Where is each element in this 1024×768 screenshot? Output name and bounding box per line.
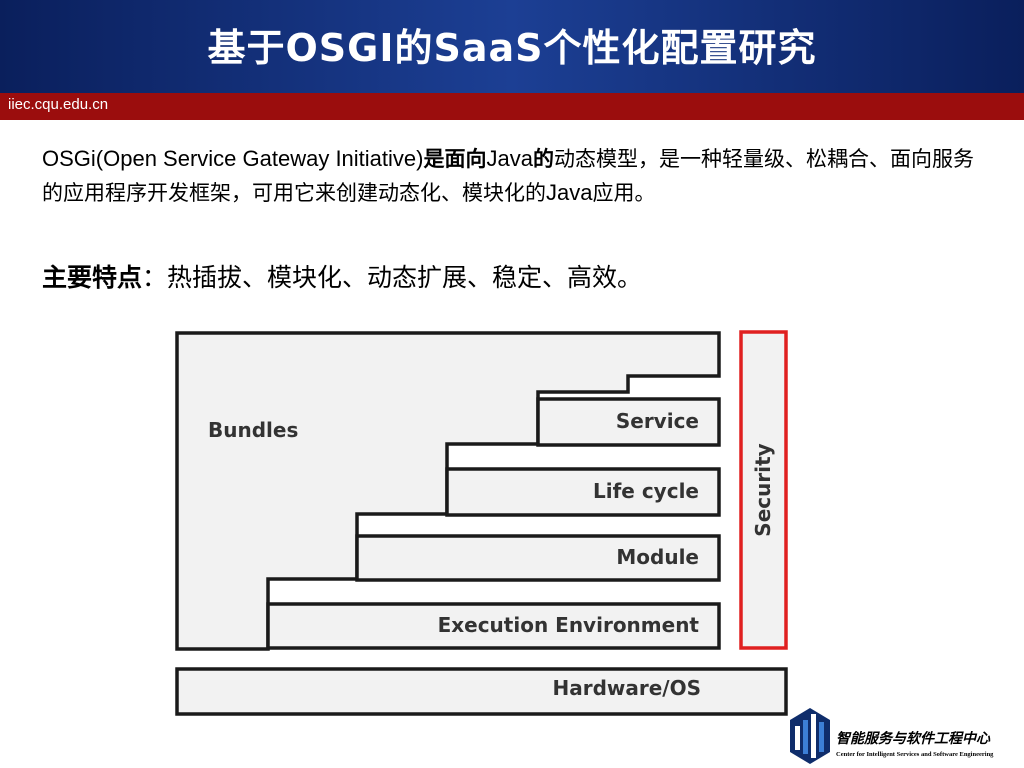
feature-text: 热插拔、模块化、动态扩展、稳定、高效。 bbox=[167, 263, 643, 292]
lifecycle-label: Life cycle bbox=[593, 479, 699, 503]
lifecycle-layer bbox=[445, 467, 721, 517]
center-name-en: Center for Intelligent Services and Soft… bbox=[836, 751, 994, 758]
module-label: Module bbox=[616, 545, 699, 569]
intro-text-d: 应用。 bbox=[592, 181, 656, 205]
website-url: iiec.cqu.edu.cn bbox=[8, 96, 109, 113]
website-bar: iiec.cqu.edu.cn bbox=[0, 93, 1024, 120]
logo-stripe-4 bbox=[819, 722, 824, 752]
intro-java-2: Java bbox=[546, 180, 593, 205]
slide-title: 基于OSGI的SaaS个性化配置研究 bbox=[207, 26, 817, 70]
center-name-cn: 智能服务与软件工程中心 bbox=[836, 731, 990, 747]
hardware-layer bbox=[175, 667, 788, 716]
bundles-label: Bundles bbox=[208, 418, 298, 442]
security-layer bbox=[739, 330, 788, 650]
intro-osgi-name: OSGi(Open Service Gateway Initiative) bbox=[42, 146, 424, 171]
osgi-architecture-diagram: Bundles Service Life cycle Module Execut… bbox=[175, 330, 788, 716]
diagram-layers bbox=[175, 330, 788, 716]
feature-separator: ： bbox=[142, 263, 168, 292]
service-label: Service bbox=[616, 409, 699, 433]
security-label: Security bbox=[751, 443, 775, 536]
module-layer bbox=[355, 534, 721, 582]
execution-label: Execution Environment bbox=[438, 613, 700, 637]
logo-stripe-2 bbox=[803, 720, 808, 754]
intro-text-c: 动态模型，是一种轻量级、松耦合、面向服务的应用程序开发框架，可用它来创建动态化、… bbox=[42, 147, 974, 205]
intro-paragraph: OSGi(Open Service Gateway Initiative)是面向… bbox=[42, 142, 977, 210]
service-layer bbox=[536, 397, 721, 447]
intro-text-a: 是面向 bbox=[423, 147, 487, 171]
logo-stripe-3 bbox=[811, 714, 816, 758]
feature-line: 主要特点：热插拔、模块化、动态扩展、稳定、高效。 bbox=[42, 258, 977, 298]
execution-layer bbox=[266, 602, 721, 650]
center-logo-icon bbox=[790, 708, 830, 764]
hardware-label: Hardware/OS bbox=[552, 676, 701, 700]
intro-text-b: 的 bbox=[532, 147, 554, 171]
feature-label: 主要特点 bbox=[42, 263, 143, 292]
logo-stripe-1 bbox=[795, 726, 800, 750]
intro-java-1: Java bbox=[486, 146, 533, 171]
slide-header: 基于OSGI的SaaS个性化配置研究 bbox=[0, 0, 1024, 93]
